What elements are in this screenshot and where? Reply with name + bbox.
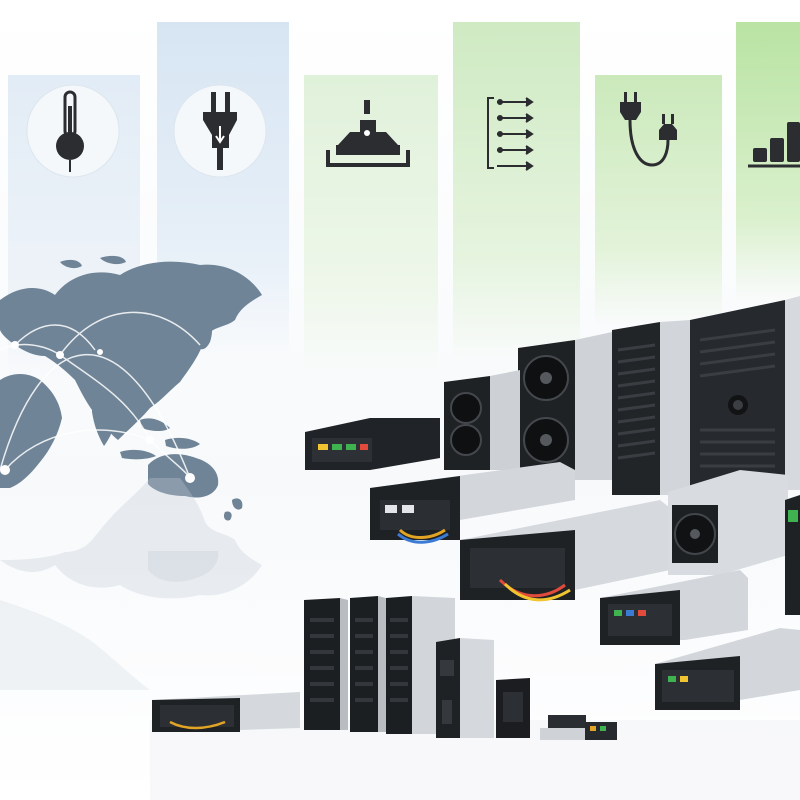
map-reflection [0,478,262,690]
mounting-bracket-icon [326,100,410,167]
power-plug-icon [173,84,267,178]
mini-module [496,678,530,738]
tower-slim-1 [304,598,348,730]
rack-unit-front-left [152,692,300,732]
rack-unit-dark [305,418,440,470]
tower-unit-large [690,296,800,490]
world-map [0,255,262,521]
tower-slim-2 [350,596,386,732]
side-unit-right [785,495,800,615]
board-modules [540,715,617,740]
fan-module [668,470,788,575]
column-green-2 [453,22,580,362]
thermometer-icon [26,84,120,178]
rack-unit-silver-4 [655,628,800,710]
cable-plugs-icon [620,92,677,167]
connection-nodes [0,341,195,483]
column-green-3 [595,75,722,325]
rack-unit-silver-3 [600,570,748,645]
rack-unit-silver-1 [370,462,575,544]
power-levels-icon [748,122,800,168]
fan-unit-small [444,370,520,470]
fan-unit-double [518,332,612,480]
tower-unit-medium [612,320,690,495]
din-rail-unit [436,638,494,738]
connection-lines [0,311,201,479]
multiple-outputs-icon [487,97,534,171]
rack-unit-silver-2 [460,500,670,602]
